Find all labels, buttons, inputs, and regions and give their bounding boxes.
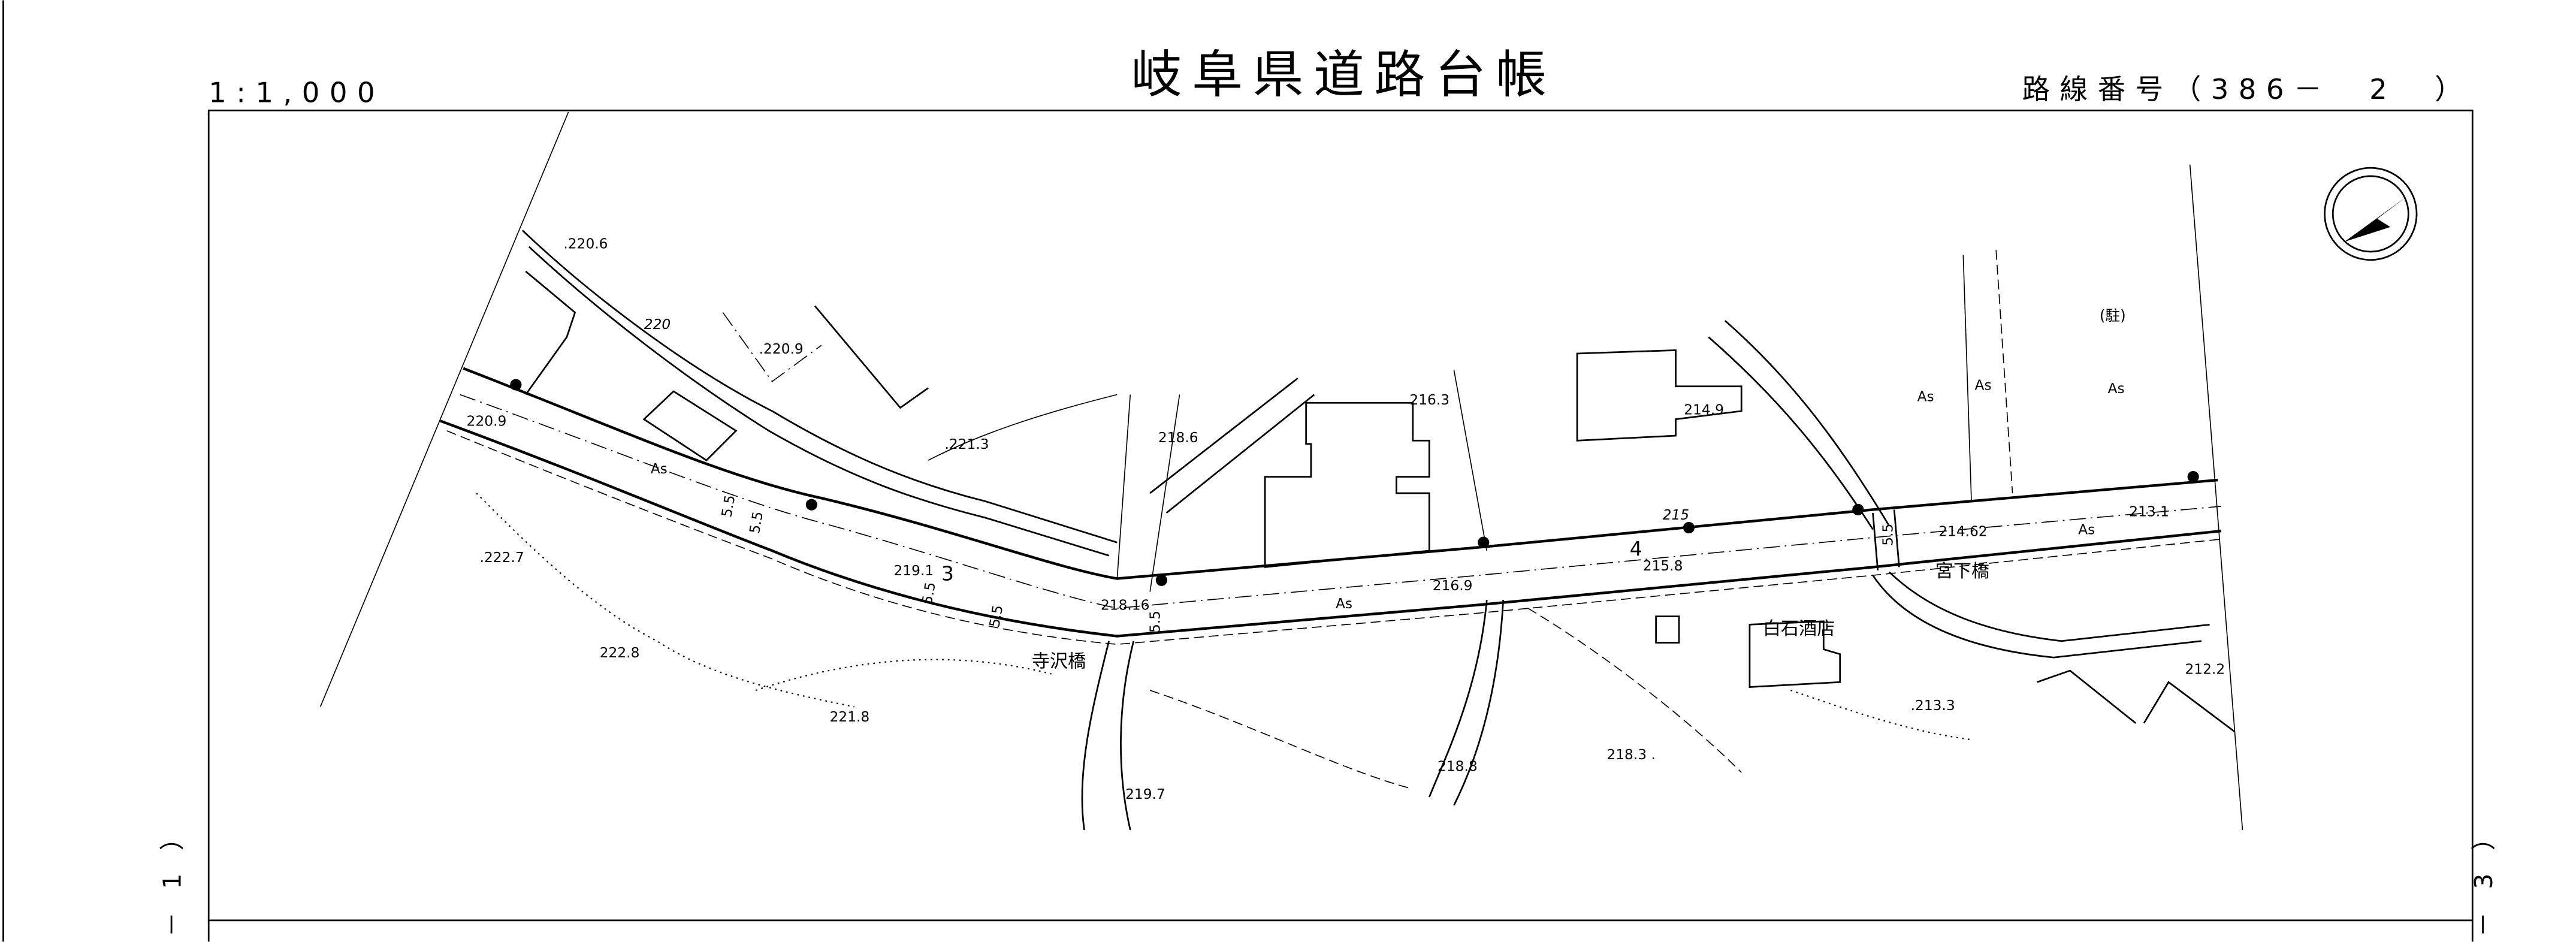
map-frame: [207, 109, 2474, 942]
surface-asphalt: As: [651, 461, 668, 477]
elevation: .222.7: [480, 550, 524, 566]
elevation: .220.9: [759, 341, 804, 357]
parking-label: (駐): [2100, 307, 2126, 324]
shop-name: 白石酒店: [1763, 618, 1835, 639]
page-title: 岐阜県道路台帳: [1131, 46, 1557, 105]
surface-asphalt: As: [1336, 596, 1352, 612]
elevation-labels: .220.6 .220.9 220.9 220 .221.3 218.6 216…: [467, 236, 2225, 802]
elevation: 214.9: [1684, 401, 1724, 418]
surface-asphalt: As: [1917, 388, 1934, 404]
scale-label: 1:1,000: [209, 76, 385, 108]
elevation: 214.62: [1938, 523, 1988, 539]
elevation: 216.3: [1409, 392, 1449, 408]
side-label-left: －1）: [158, 803, 187, 937]
elevation: 220: [644, 316, 671, 333]
side-label-right: －3）: [2469, 803, 2498, 937]
elevation: 218.8: [1438, 758, 1478, 774]
main-road: [440, 367, 2222, 645]
section-number: 3: [941, 561, 954, 585]
surface-asphalt: As: [2078, 522, 2095, 538]
route-number: 路線番号（386－ 2 ）: [2022, 73, 2472, 105]
elevation: .221.3: [944, 436, 989, 452]
elevation: 213.1: [2129, 503, 2169, 520]
utility-poles: [510, 379, 2199, 586]
buildings: [525, 270, 2235, 732]
road-width: 5.5: [1880, 524, 1896, 546]
elevation: .220.6: [563, 236, 608, 252]
road-width-labels: 5.5 5.5 5.5 5.5 5.5 5.5: [718, 494, 1896, 633]
elevation: 221.8: [830, 709, 870, 725]
elevation: 215: [1663, 507, 1689, 523]
cross-roads: [1081, 250, 2013, 831]
surface-asphalt: As: [1975, 377, 1992, 393]
elevation: 218.3 .: [1606, 747, 1656, 763]
elevation: 219.7: [1125, 786, 1165, 802]
terrain-lines: [476, 312, 1972, 790]
elevation: 212.2: [2185, 662, 2225, 678]
north-arrow-icon: [2324, 167, 2418, 261]
elevation: 220.9: [467, 413, 507, 430]
road-width: 5.5: [747, 510, 766, 535]
river-channel: [521, 230, 2210, 659]
road-width: 5.5: [919, 581, 939, 605]
elevation: 216.9: [1433, 578, 1473, 594]
road-width: 5.5: [986, 604, 1006, 629]
surface-labels: As As As As As As: [651, 377, 2125, 612]
elevation: 218.16: [1101, 597, 1150, 614]
elevation: 219.1: [893, 563, 934, 579]
survey-boundary: [319, 111, 2243, 831]
elevation: 218.6: [1158, 430, 1198, 446]
road-width: 5.5: [1147, 611, 1164, 633]
elevation: .213.3: [1911, 698, 1955, 714]
bridge-name-terasawa: 寺沢橋: [1032, 651, 1086, 672]
road-width: 5.5: [718, 494, 738, 518]
section-number: 4: [1630, 537, 1642, 560]
surface-asphalt: As: [2108, 381, 2125, 397]
elevation: 222.8: [600, 645, 640, 661]
elevation: 215.8: [1643, 558, 1683, 574]
bridge-name-miyashita: 宮下橋: [1935, 561, 1989, 582]
